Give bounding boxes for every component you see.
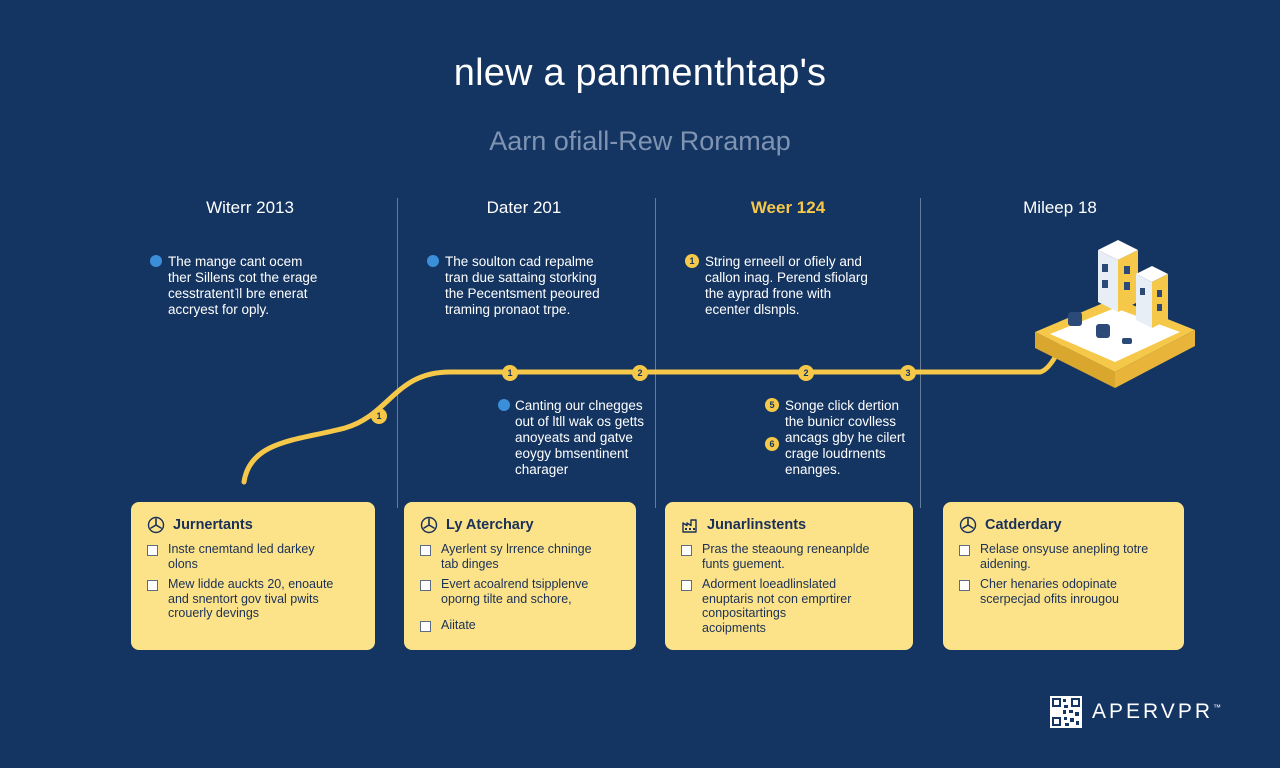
top-note-2: The soulton cad repalme tran due sattain… (445, 254, 600, 317)
page-subtitle: Aarn ofiall-Rew Roramap (489, 126, 791, 156)
card-item: Aiitate (420, 618, 620, 633)
bottom-note-1: Canting our clnegges out of ltll wak os … (515, 398, 645, 477)
card-title: Junarlinstents (707, 517, 807, 533)
card-title: Ly Aterchary (446, 517, 534, 533)
note-bullet (150, 255, 162, 267)
milestone-card-1: Jurnertants Inste cnemtand led darkey ol… (131, 502, 375, 650)
page-title: nlew a panmenthtap's (453, 52, 827, 94)
card-item: Evert acoalrend tsipplenve oporng tilte … (420, 577, 620, 606)
note-bullet (498, 399, 510, 411)
note-marker: 6 (765, 437, 779, 451)
timeline-path (241, 327, 1071, 485)
checkbox[interactable] (959, 545, 970, 556)
note-bullet (427, 255, 439, 267)
factory-icon (682, 519, 697, 533)
note-marker: 5 (765, 398, 779, 412)
fan-icon (420, 516, 438, 534)
column-divider (655, 198, 656, 508)
milestone-card-2: Ly Aterchary Ayerlent sy lrrence chninge… (404, 502, 636, 650)
note-marker: 1 (685, 254, 699, 268)
checkbox[interactable] (420, 580, 431, 591)
fan-icon (959, 516, 977, 534)
column-head-2: Dater 201 (486, 198, 562, 217)
milestone-marker: 3 (900, 365, 916, 381)
checkbox[interactable] (420, 621, 431, 632)
column-divider (920, 198, 921, 508)
checkbox[interactable] (959, 580, 970, 591)
card-title: Jurnertants (173, 517, 253, 533)
milestone-marker: 2 (632, 365, 648, 381)
column-head-3: Weer 124 (750, 198, 826, 217)
checkbox[interactable] (147, 545, 158, 556)
column-divider (397, 198, 398, 508)
card-item: Adorment loeadlinslated enuptaris not co… (681, 577, 897, 635)
isometric-building-icon (1035, 240, 1195, 388)
checkbox[interactable] (147, 580, 158, 591)
card-item: Relase onsyuse anepling totre aidening. (959, 542, 1168, 571)
milestone-marker: 1 (502, 365, 518, 381)
bottom-note-2: Songe click dertion the bunicr covlless … (785, 398, 906, 477)
milestone-marker: 1 (371, 408, 387, 424)
brand-logo: APERVPR™ (1050, 696, 1221, 728)
fan-icon (147, 516, 165, 534)
top-note-1: The mange cant ocem ther Sillens cot the… (168, 254, 318, 317)
brand-name: APERVPR™ (1092, 700, 1221, 723)
card-item: Ayerlent sy lrrence chninge tab dinges (420, 542, 620, 571)
milestone-card-4: Catderdary Relase onsyuse anepling totre… (943, 502, 1184, 650)
checkbox[interactable] (681, 580, 692, 591)
card-title: Catderdary (985, 517, 1062, 533)
top-note-3: String erneell or ofiely and callon inag… (705, 254, 868, 317)
column-head-1: Witerr 2013 (206, 198, 294, 217)
card-item: Mew lidde auckts 20, enoaute and snentor… (147, 577, 359, 621)
checkbox[interactable] (420, 545, 431, 556)
card-item: Cher henaries odopinate scerpecjad ofits… (959, 577, 1168, 606)
card-item: Inste cnemtand led darkey olons (147, 542, 359, 571)
milestone-card-3: Junarlinstents Pras the steaoung reneanp… (665, 502, 913, 650)
qr-code-icon (1050, 696, 1082, 728)
milestone-marker: 2 (798, 365, 814, 381)
card-item: Pras the steaoung reneanplde funts gueme… (681, 542, 897, 571)
checkbox[interactable] (681, 545, 692, 556)
column-head-4: Mileep 18 (1023, 198, 1097, 217)
